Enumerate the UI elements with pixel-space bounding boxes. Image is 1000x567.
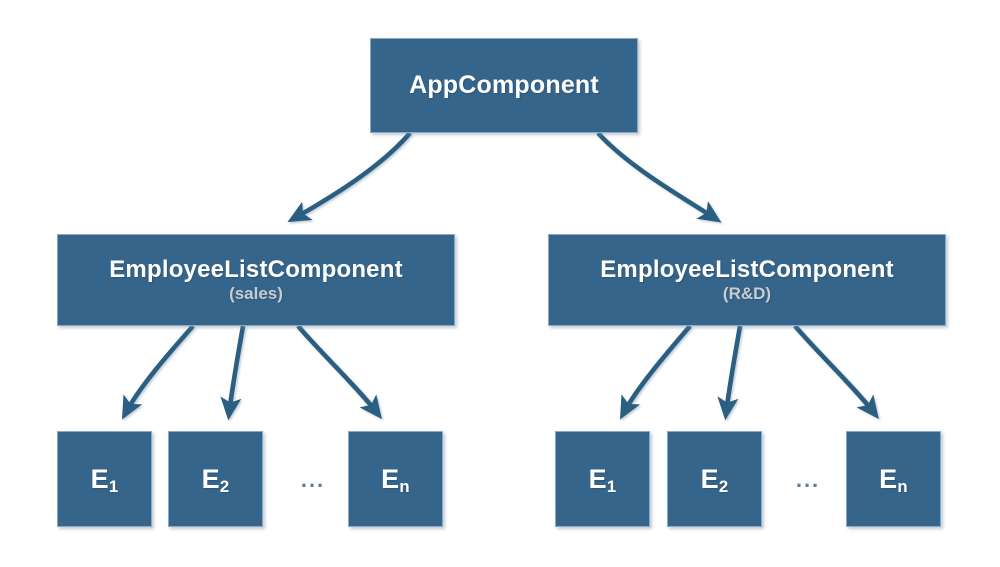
node-employee-rnd-n-label: En xyxy=(879,463,908,496)
leaf-base: E xyxy=(201,463,220,494)
node-employee-sales-1[interactable]: E1 xyxy=(57,431,152,527)
node-employee-list-sales-sublabel: (sales) xyxy=(229,283,283,303)
edge-rnd-to-en xyxy=(793,324,879,420)
edge-sales-to-e2 xyxy=(220,325,246,421)
node-employee-sales-n-label: En xyxy=(381,463,410,496)
edge-rnd-to-e1 xyxy=(619,324,692,420)
leaf-subscript: 2 xyxy=(219,476,230,496)
leaf-base: E xyxy=(879,463,898,494)
leaf-subscript: n xyxy=(897,476,908,496)
node-employee-rnd-1-label: E1 xyxy=(588,463,617,496)
node-employee-sales-n[interactable]: En xyxy=(348,431,443,527)
leaf-base: E xyxy=(381,463,400,494)
edge-app-to-rnd xyxy=(596,131,722,223)
node-employee-rnd-2-label: E2 xyxy=(700,463,729,496)
ellipsis-rnd: ... xyxy=(795,467,821,492)
node-employee-list-rnd-sublabel: (R&D) xyxy=(722,283,772,303)
node-employee-rnd-1[interactable]: E1 xyxy=(555,431,650,527)
leaf-base: E xyxy=(700,463,719,494)
edge-rnd-to-e2 xyxy=(717,325,743,421)
node-employee-rnd-n[interactable]: En xyxy=(846,431,941,527)
node-employee-sales-2[interactable]: E2 xyxy=(168,431,263,527)
node-employee-rnd-2[interactable]: E2 xyxy=(667,431,762,527)
node-employee-list-rnd[interactable]: EmployeeListComponent (R&D) xyxy=(548,234,946,326)
edge-app-to-sales xyxy=(287,131,412,223)
edge-sales-to-e1 xyxy=(121,324,195,420)
node-employee-list-sales-label: EmployeeListComponent xyxy=(109,255,403,283)
node-employee-sales-1-label: E1 xyxy=(90,463,119,496)
node-app-component[interactable]: AppComponent xyxy=(370,38,638,133)
leaf-subscript: 1 xyxy=(606,476,617,496)
leaf-base: E xyxy=(588,463,607,494)
node-app-component-label: AppComponent xyxy=(409,71,599,100)
ellipsis-sales: ... xyxy=(300,467,326,492)
leaf-base: E xyxy=(90,463,109,494)
leaf-subscript: n xyxy=(399,476,410,496)
leaf-subscript: 1 xyxy=(108,476,119,496)
node-employee-list-sales[interactable]: EmployeeListComponent (sales) xyxy=(57,234,455,326)
edge-sales-to-en xyxy=(296,324,382,420)
node-employee-list-rnd-label: EmployeeListComponent xyxy=(600,255,894,283)
node-employee-sales-2-label: E2 xyxy=(201,463,230,496)
leaf-subscript: 2 xyxy=(718,476,729,496)
